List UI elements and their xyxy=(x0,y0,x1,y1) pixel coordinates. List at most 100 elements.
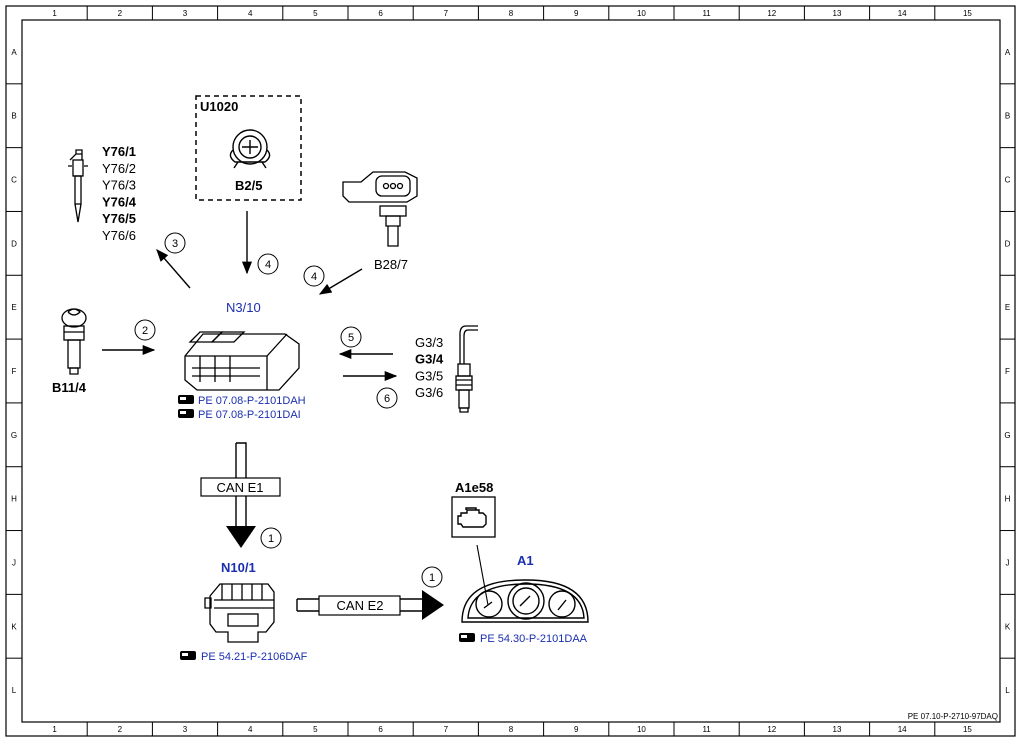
u1020-box xyxy=(195,95,302,201)
row-label: K xyxy=(1005,622,1011,631)
svg-text:5: 5 xyxy=(348,332,354,344)
row-label: J xyxy=(1006,558,1010,567)
svg-text:6: 6 xyxy=(384,393,390,405)
can-e1-box xyxy=(200,477,281,497)
can-e1-arrowhead xyxy=(226,526,256,548)
y76-label: Y76/4 xyxy=(102,194,137,209)
column-label: 13 xyxy=(833,9,842,18)
n3-10-ref-b[interactable]: PE 07.08-P-2101DAI xyxy=(198,409,301,421)
n10-1-ref[interactable]: PE 54.21-P-2106DAF xyxy=(201,651,308,663)
svg-text:1: 1 xyxy=(268,533,274,545)
column-label: 2 xyxy=(118,725,123,734)
row-label: L xyxy=(12,686,17,695)
column-label: 12 xyxy=(767,9,776,18)
y76-label: Y76/5 xyxy=(102,211,136,226)
engine-warning-icon xyxy=(457,507,487,528)
b2-5-sensor-icon xyxy=(229,129,271,169)
b2-5-label: B2/5 xyxy=(235,178,262,193)
column-label: 13 xyxy=(833,725,842,734)
a1-label: A1 xyxy=(517,553,534,568)
arrow-ecu-to-y76 xyxy=(156,249,191,289)
column-label: 11 xyxy=(702,9,711,18)
column-label: 9 xyxy=(574,725,579,734)
step-circle: 4 xyxy=(303,265,325,287)
row-label: F xyxy=(12,367,17,376)
column-label: 4 xyxy=(248,9,253,18)
row-label: F xyxy=(1005,367,1010,376)
column-label: 12 xyxy=(767,725,776,734)
column-label: 6 xyxy=(378,9,383,18)
column-label: 5 xyxy=(313,725,318,734)
step-circle: 4 xyxy=(257,253,279,275)
ref-hand-icon xyxy=(178,395,194,418)
can-e1-bus-arrow xyxy=(235,442,247,526)
u1020-label: U1020 xyxy=(200,99,238,114)
n10-1-module-icon xyxy=(204,583,275,643)
g3-label: G3/3 xyxy=(415,335,443,350)
column-label: 3 xyxy=(183,725,188,734)
n10-1-label: N10/1 xyxy=(221,560,256,575)
can-e2-label: CAN E2 xyxy=(337,598,384,613)
n3-10-label: N3/10 xyxy=(226,300,261,315)
row-label: L xyxy=(1005,686,1010,695)
column-label: 4 xyxy=(248,725,253,734)
svg-text:1: 1 xyxy=(429,572,435,584)
document-id: PE 07.10-P-2710-97DAQ xyxy=(908,712,998,721)
row-label: B xyxy=(11,112,16,121)
row-label: C xyxy=(1005,176,1011,185)
column-label: 3 xyxy=(183,9,188,18)
column-label: 14 xyxy=(898,9,907,18)
svg-text:4: 4 xyxy=(265,259,271,271)
b28-7-label: B28/7 xyxy=(374,257,408,272)
column-label: 7 xyxy=(444,9,449,18)
a1-instrument-cluster-icon xyxy=(461,579,589,623)
b11-4-label: B11/4 xyxy=(52,380,87,395)
ref-hand-icon xyxy=(459,633,475,642)
row-label: K xyxy=(11,622,17,631)
ref-hand-icon xyxy=(180,651,196,660)
row-label: J xyxy=(12,558,16,567)
step-circle: 5 xyxy=(340,326,362,348)
y76-label: Y76/3 xyxy=(102,178,136,193)
step-circle: 1 xyxy=(260,527,282,549)
column-label: 15 xyxy=(963,9,972,18)
svg-text:2: 2 xyxy=(142,325,148,337)
column-label: 15 xyxy=(963,725,972,734)
step-circle: 2 xyxy=(134,319,156,341)
inner-frame xyxy=(21,19,1001,723)
y76-label: Y76/6 xyxy=(102,228,136,243)
row-label: A xyxy=(1005,48,1011,57)
column-label: 7 xyxy=(444,725,449,734)
step-circle: 6 xyxy=(376,387,398,409)
row-label: H xyxy=(1005,495,1011,504)
g3-label-list: G3/3G3/4G3/5G3/6 xyxy=(415,335,444,400)
a1e58-leader-line xyxy=(476,544,489,606)
n3-10-ref-a[interactable]: PE 07.08-P-2101DAH xyxy=(198,395,306,407)
row-label: B xyxy=(1005,112,1010,121)
column-label: 1 xyxy=(52,725,57,734)
y76-label: Y76/2 xyxy=(102,161,136,176)
can-e2-arrowhead xyxy=(422,590,444,620)
svg-text:4: 4 xyxy=(311,271,317,283)
row-label: A xyxy=(11,48,17,57)
row-label: D xyxy=(1005,239,1011,248)
column-label: 8 xyxy=(509,725,514,734)
step-circle: 1 xyxy=(421,566,443,588)
column-label: 9 xyxy=(574,9,579,18)
row-label: H xyxy=(11,495,17,504)
row-label: G xyxy=(1004,431,1010,440)
column-label: 14 xyxy=(898,725,907,734)
row-label: C xyxy=(11,176,17,185)
column-label: 11 xyxy=(702,725,711,734)
a1-ref[interactable]: PE 54.30-P-2101DAA xyxy=(480,633,588,645)
row-label: D xyxy=(11,239,17,248)
row-label: G xyxy=(11,431,17,440)
column-label: 5 xyxy=(313,9,318,18)
can-e2-bus-arrow xyxy=(296,598,422,612)
arrow-b28-7-to-ecu xyxy=(318,268,363,295)
row-label: E xyxy=(11,303,16,312)
svg-text:3: 3 xyxy=(172,238,178,250)
